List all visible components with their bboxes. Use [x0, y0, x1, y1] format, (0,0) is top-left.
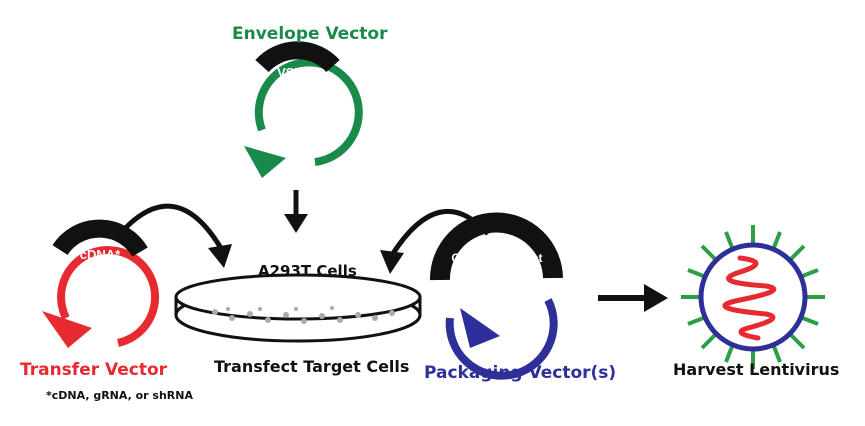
envelope-vector-title: Envelope Vector — [232, 24, 388, 44]
transfer-vector-note: *cDNA, gRNA, or shRNA — [46, 389, 193, 402]
transfer-insert-label: cDNA* — [80, 247, 121, 262]
packaging-vector-title: Packaging Vector(s) — [424, 363, 617, 383]
arrow-icon — [598, 284, 668, 312]
transfer-vector-title: Transfer Vector — [20, 360, 168, 380]
packaging-plasmid-icon: Gag/Pol/Rev/Tat — [429, 212, 563, 380]
transfer-plasmid-icon: cDNA* — [42, 219, 160, 348]
packaging-insert-label: Gag/Pol/Rev/Tat — [451, 251, 542, 265]
envelope-insert-label: VSV-G — [277, 65, 317, 80]
harvest-lentivirus-label: Harvest Lentivirus — [673, 360, 840, 379]
cells-label: A293T Cells — [258, 262, 357, 280]
envelope-plasmid-icon: VSV-G — [244, 41, 363, 178]
arrow-icon — [116, 203, 232, 268]
petri-dish-icon — [174, 273, 422, 343]
transfect-step-label: Transfect Target Cells — [214, 357, 410, 376]
lentivirus-icon — [681, 225, 825, 369]
arrow-icon — [284, 190, 308, 233]
